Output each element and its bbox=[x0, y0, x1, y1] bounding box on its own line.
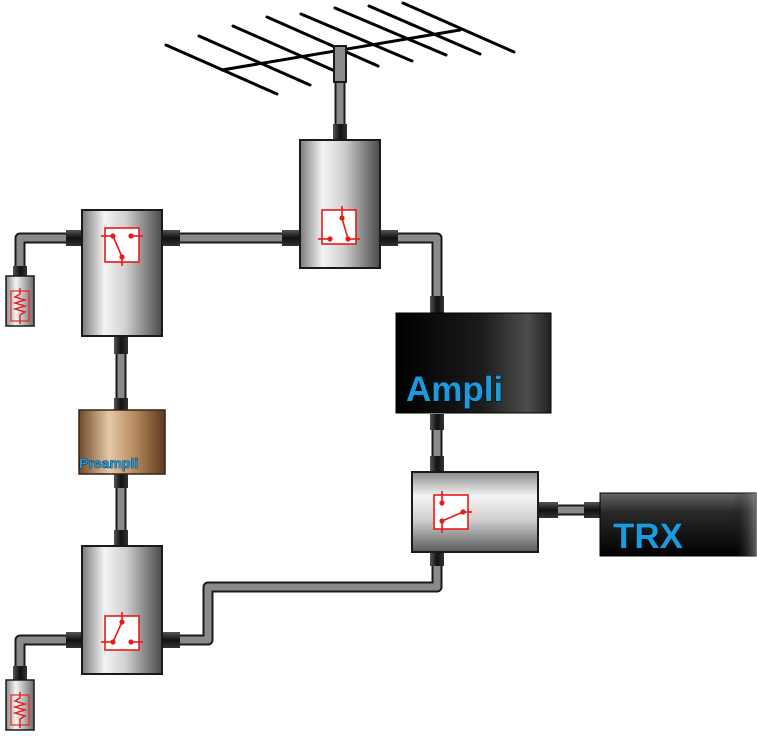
dummy-load-top bbox=[5, 275, 35, 327]
ampli-box: Ampli bbox=[395, 312, 552, 414]
switch-icon bbox=[318, 206, 360, 245]
resistor-icon bbox=[10, 288, 30, 324]
relay-bottom-left bbox=[81, 545, 163, 675]
relay-top bbox=[299, 139, 381, 269]
ampli-label: Ampli bbox=[406, 370, 503, 409]
yagi-antenna-icon bbox=[164, 1, 516, 96]
relay-left bbox=[81, 209, 163, 337]
preampli-box: Preampli bbox=[78, 409, 166, 475]
switch-icon bbox=[101, 612, 143, 651]
dummy-load-bottom bbox=[5, 679, 35, 731]
switch-icon bbox=[101, 227, 143, 266]
preampli-label: Preampli bbox=[79, 455, 138, 471]
trx-label: TRX bbox=[613, 517, 684, 556]
resistor-icon bbox=[10, 692, 30, 728]
antenna-mast bbox=[333, 45, 347, 83]
relay-right bbox=[411, 471, 539, 553]
trx-box: TRX bbox=[599, 492, 757, 557]
switch-icon bbox=[433, 491, 472, 533]
connectors bbox=[13, 124, 602, 680]
